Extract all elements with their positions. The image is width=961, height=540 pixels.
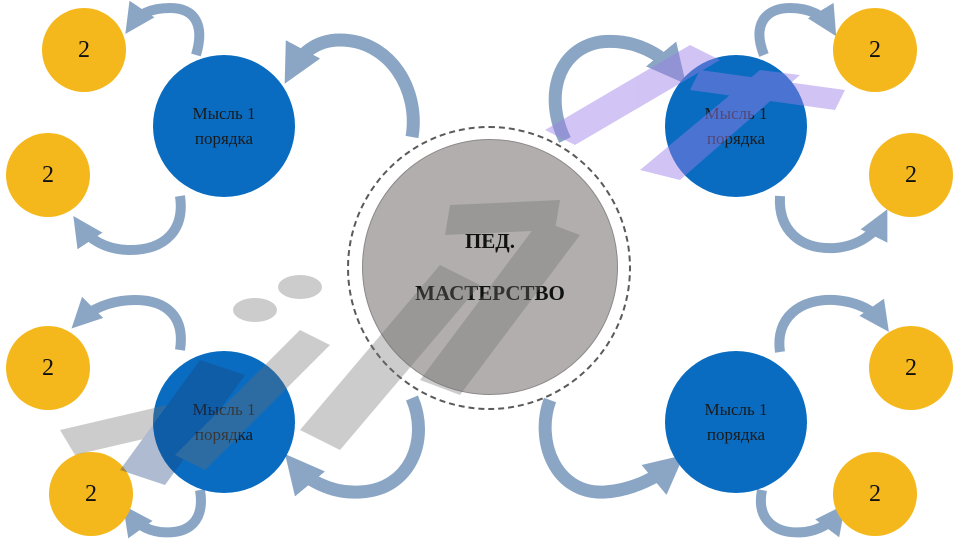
center-dashed-ring [347,126,631,410]
leaf-top-right-upper: 2 [833,8,917,92]
leaf-value: 2 [869,480,881,507]
node-label-line1: Мысль 1 [704,104,768,123]
node-label-line2: порядка [706,425,766,444]
arrow-node-tl-to-leaf-top [125,0,205,57]
leaf-top-left-upper: 2 [42,8,126,92]
arrow-center-to-node-top-left [284,33,420,139]
node-label-line2: порядка [706,129,766,148]
arrow-node-bl-to-leaf-bottom [123,489,206,539]
connector-arrows [71,0,889,539]
leaf-bottom-right-upper: 2 [869,326,953,410]
leaf-value: 2 [42,354,54,381]
center-topic-line2: МАСТЕРСТВО [415,281,565,305]
node-bottom-right: Мысль 1 порядка [665,351,807,493]
arrow-center-to-node-top-right [548,34,686,143]
leaf-value: 2 [42,161,54,188]
node-bottom-left: Мысль 1 порядка [153,351,295,493]
arrow-node-br-to-leaf-bottom [755,489,846,538]
leaf-top-right-lower: 2 [869,133,953,217]
arrow-node-br-to-leaf-right [774,294,889,353]
node-label-line1: Мысль 1 [192,104,256,123]
arrow-center-to-node-bottom-left [285,395,425,499]
leaf-value: 2 [905,354,917,381]
node-top-right: Мысль 1 порядка [665,55,807,197]
leaf-bottom-left-upper: 2 [6,326,90,410]
node-top-left: Мысль 1 порядка [153,55,295,197]
leaf-value: 2 [905,161,917,188]
leaf-top-left-lower: 2 [6,133,90,217]
center-topic-line1: ПЕД. [464,229,516,253]
leaf-value: 2 [869,36,881,63]
arrow-node-tl-to-leaf-left [73,195,186,256]
leaf-value: 2 [78,36,90,63]
leaf-bottom-left-lower: 2 [49,452,133,536]
node-label-line1: Мысль 1 [704,400,768,419]
leaf-bottom-right-lower: 2 [833,452,917,536]
arrow-node-bl-to-leaf-left [71,294,186,351]
node-label-line2: порядка [194,129,254,148]
node-label-line1: Мысль 1 [192,400,256,419]
node-label-line2: порядка [194,425,254,444]
center-topic: ПЕД. МАСТЕРСТВО [362,139,618,395]
arrow-node-tr-to-leaf-right [774,195,888,254]
arrow-node-tr-to-leaf-top [754,2,837,57]
arrow-center-to-node-bottom-right [538,397,684,499]
leaf-value: 2 [85,480,97,507]
